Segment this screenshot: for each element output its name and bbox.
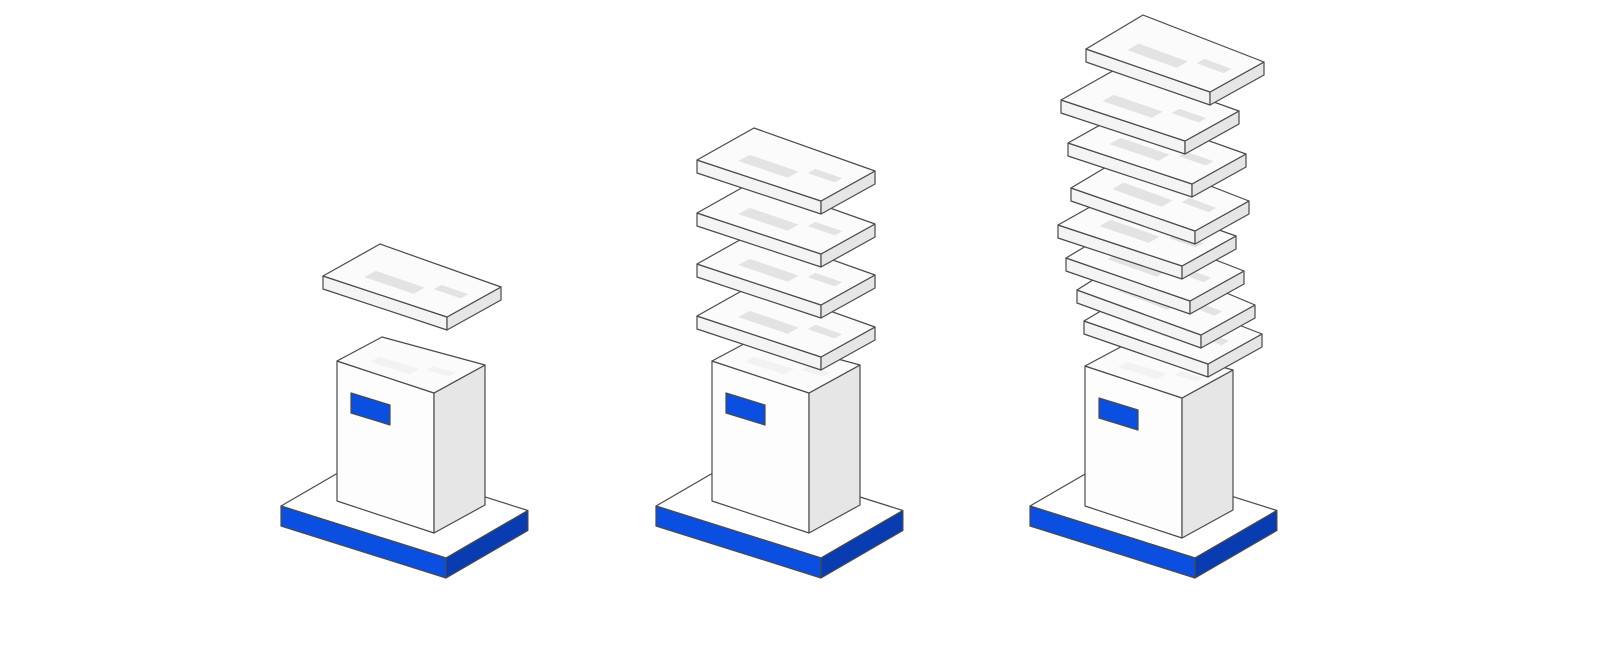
- slab-layer: [322, 243, 502, 331]
- slab-stripe: [1099, 219, 1160, 243]
- stack-3: [1029, 14, 1278, 579]
- slab-layer: [696, 180, 876, 268]
- base-right-side: [820, 509, 904, 579]
- tower-right-face: [433, 364, 486, 534]
- slab-stripe: [1181, 197, 1217, 213]
- slab-stripe: [1196, 58, 1232, 74]
- slab-stripe: [433, 284, 469, 299]
- slab-layer: [1070, 153, 1250, 245]
- stack-2: [655, 127, 904, 579]
- slab-top-face: [322, 243, 502, 318]
- slab-layer: [1085, 14, 1265, 106]
- slab-stripe: [738, 154, 799, 178]
- slab-top-face: [696, 283, 876, 358]
- slab-stripe: [738, 310, 799, 334]
- base-right-side: [445, 509, 529, 579]
- slab-stripe: [1127, 43, 1188, 68]
- slab-stripe: [369, 356, 420, 375]
- tower-box: [336, 336, 486, 534]
- slab-layer: [696, 127, 876, 215]
- slab-stripe: [1102, 94, 1163, 118]
- slab-stripe: [801, 366, 831, 377]
- slab-stripe: [738, 207, 799, 231]
- slab-stripe: [744, 356, 795, 375]
- slab-top-face: [696, 127, 876, 202]
- slab-layer: [696, 283, 876, 371]
- slab-stripe: [1109, 137, 1170, 161]
- stack-1: [280, 243, 529, 579]
- slab-stripe: [807, 168, 843, 183]
- slab-stripe: [1174, 371, 1204, 382]
- slab-stripe: [738, 258, 799, 282]
- slab-stripe: [1171, 108, 1207, 123]
- slab-top-face: [1085, 14, 1265, 93]
- slab-stripe: [807, 221, 843, 236]
- slab-stripe: [807, 324, 843, 339]
- slab-stripe: [1178, 151, 1214, 166]
- slab-stripe: [1117, 361, 1168, 380]
- slab-layer: [1060, 67, 1240, 155]
- tower-label: [1098, 397, 1139, 431]
- slab-top-face: [696, 231, 876, 306]
- tower-box: [1084, 341, 1234, 539]
- tower-right-face: [808, 364, 861, 534]
- tower-label: [350, 392, 391, 426]
- tower-top-face: [336, 336, 486, 394]
- slab-stripe: [1112, 182, 1173, 207]
- tower-right-face: [1181, 369, 1234, 539]
- slab-stripe: [807, 272, 843, 287]
- slab-top-face: [696, 180, 876, 255]
- slab-layer: [696, 231, 876, 319]
- base-right-side: [1194, 509, 1278, 579]
- slab-stripe: [364, 270, 425, 294]
- tower-box: [711, 336, 861, 534]
- slab-stripe: [426, 366, 456, 377]
- tower-label: [725, 392, 766, 426]
